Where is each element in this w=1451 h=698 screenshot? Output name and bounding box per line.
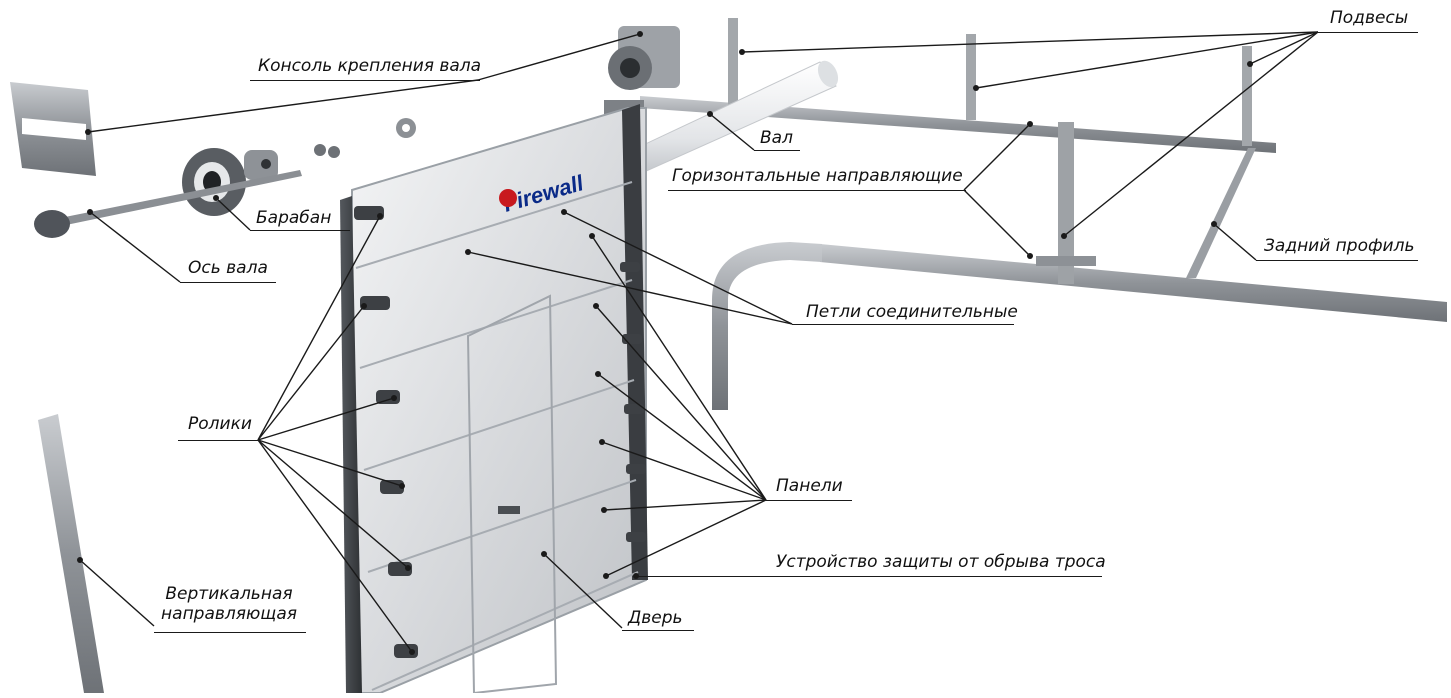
curved-guide [712,242,822,410]
label-vertical-guide-line1: Вертикальная [165,584,293,604]
vertical-guide [38,414,104,693]
label-shaft-axis-underline [180,282,276,283]
label-panels-underline [766,500,852,501]
label-shaft-underline [754,150,800,151]
label-console-underline [250,80,480,81]
label-rollers: Ролики [188,414,252,434]
hanger-3 [1242,46,1252,146]
label-hangers-underline [1318,32,1418,33]
leader-dots [77,31,1253,655]
label-hinges-underline [792,324,1014,325]
label-vertical-guide-line2: направляющая [161,604,297,624]
console-plate [10,82,96,176]
label-door: Дверь [628,608,683,628]
hanger-1 [728,18,738,116]
label-vertical-guide-underline [154,632,306,633]
label-vertical-guide: Вертикальная направляющая [154,584,304,624]
rear-profile [1186,148,1256,278]
label-drum: Барабан [256,208,332,228]
wicket-door [466,294,558,695]
label-hangers: Подвесы [1330,8,1409,28]
brand-logo-mark [499,189,517,207]
horizontal-guide-lower [712,242,1447,410]
label-drum-underline [250,230,350,231]
leader-lines [79,31,1319,653]
hangers-group [728,18,1252,284]
label-rear-profile: Задний профиль [1264,236,1415,256]
label-rear-profile-underline [1256,260,1418,261]
hanger-2 [966,34,976,120]
shaft-axis [34,170,302,238]
label-cable-break-device-underline [636,576,1102,577]
label-shaft: Вал [760,128,793,148]
label-horizontal-guides: Горизонтальные направляющие [672,166,963,186]
label-hinges: Петли соединительные [806,302,1018,322]
horizontal-guide-upper [640,96,1276,153]
label-horizontal-guides-underline [668,190,966,191]
washers [314,118,416,158]
hanger-4 [1058,122,1074,284]
label-console: Консоль крепления вала [258,56,482,76]
label-rollers-underline [178,440,260,441]
label-panels: Панели [776,476,843,496]
label-door-underline [622,630,694,631]
label-shaft-axis: Ось вала [188,258,268,278]
label-cable-break-device: Устройство защиты от обрыва троса [776,552,1106,572]
